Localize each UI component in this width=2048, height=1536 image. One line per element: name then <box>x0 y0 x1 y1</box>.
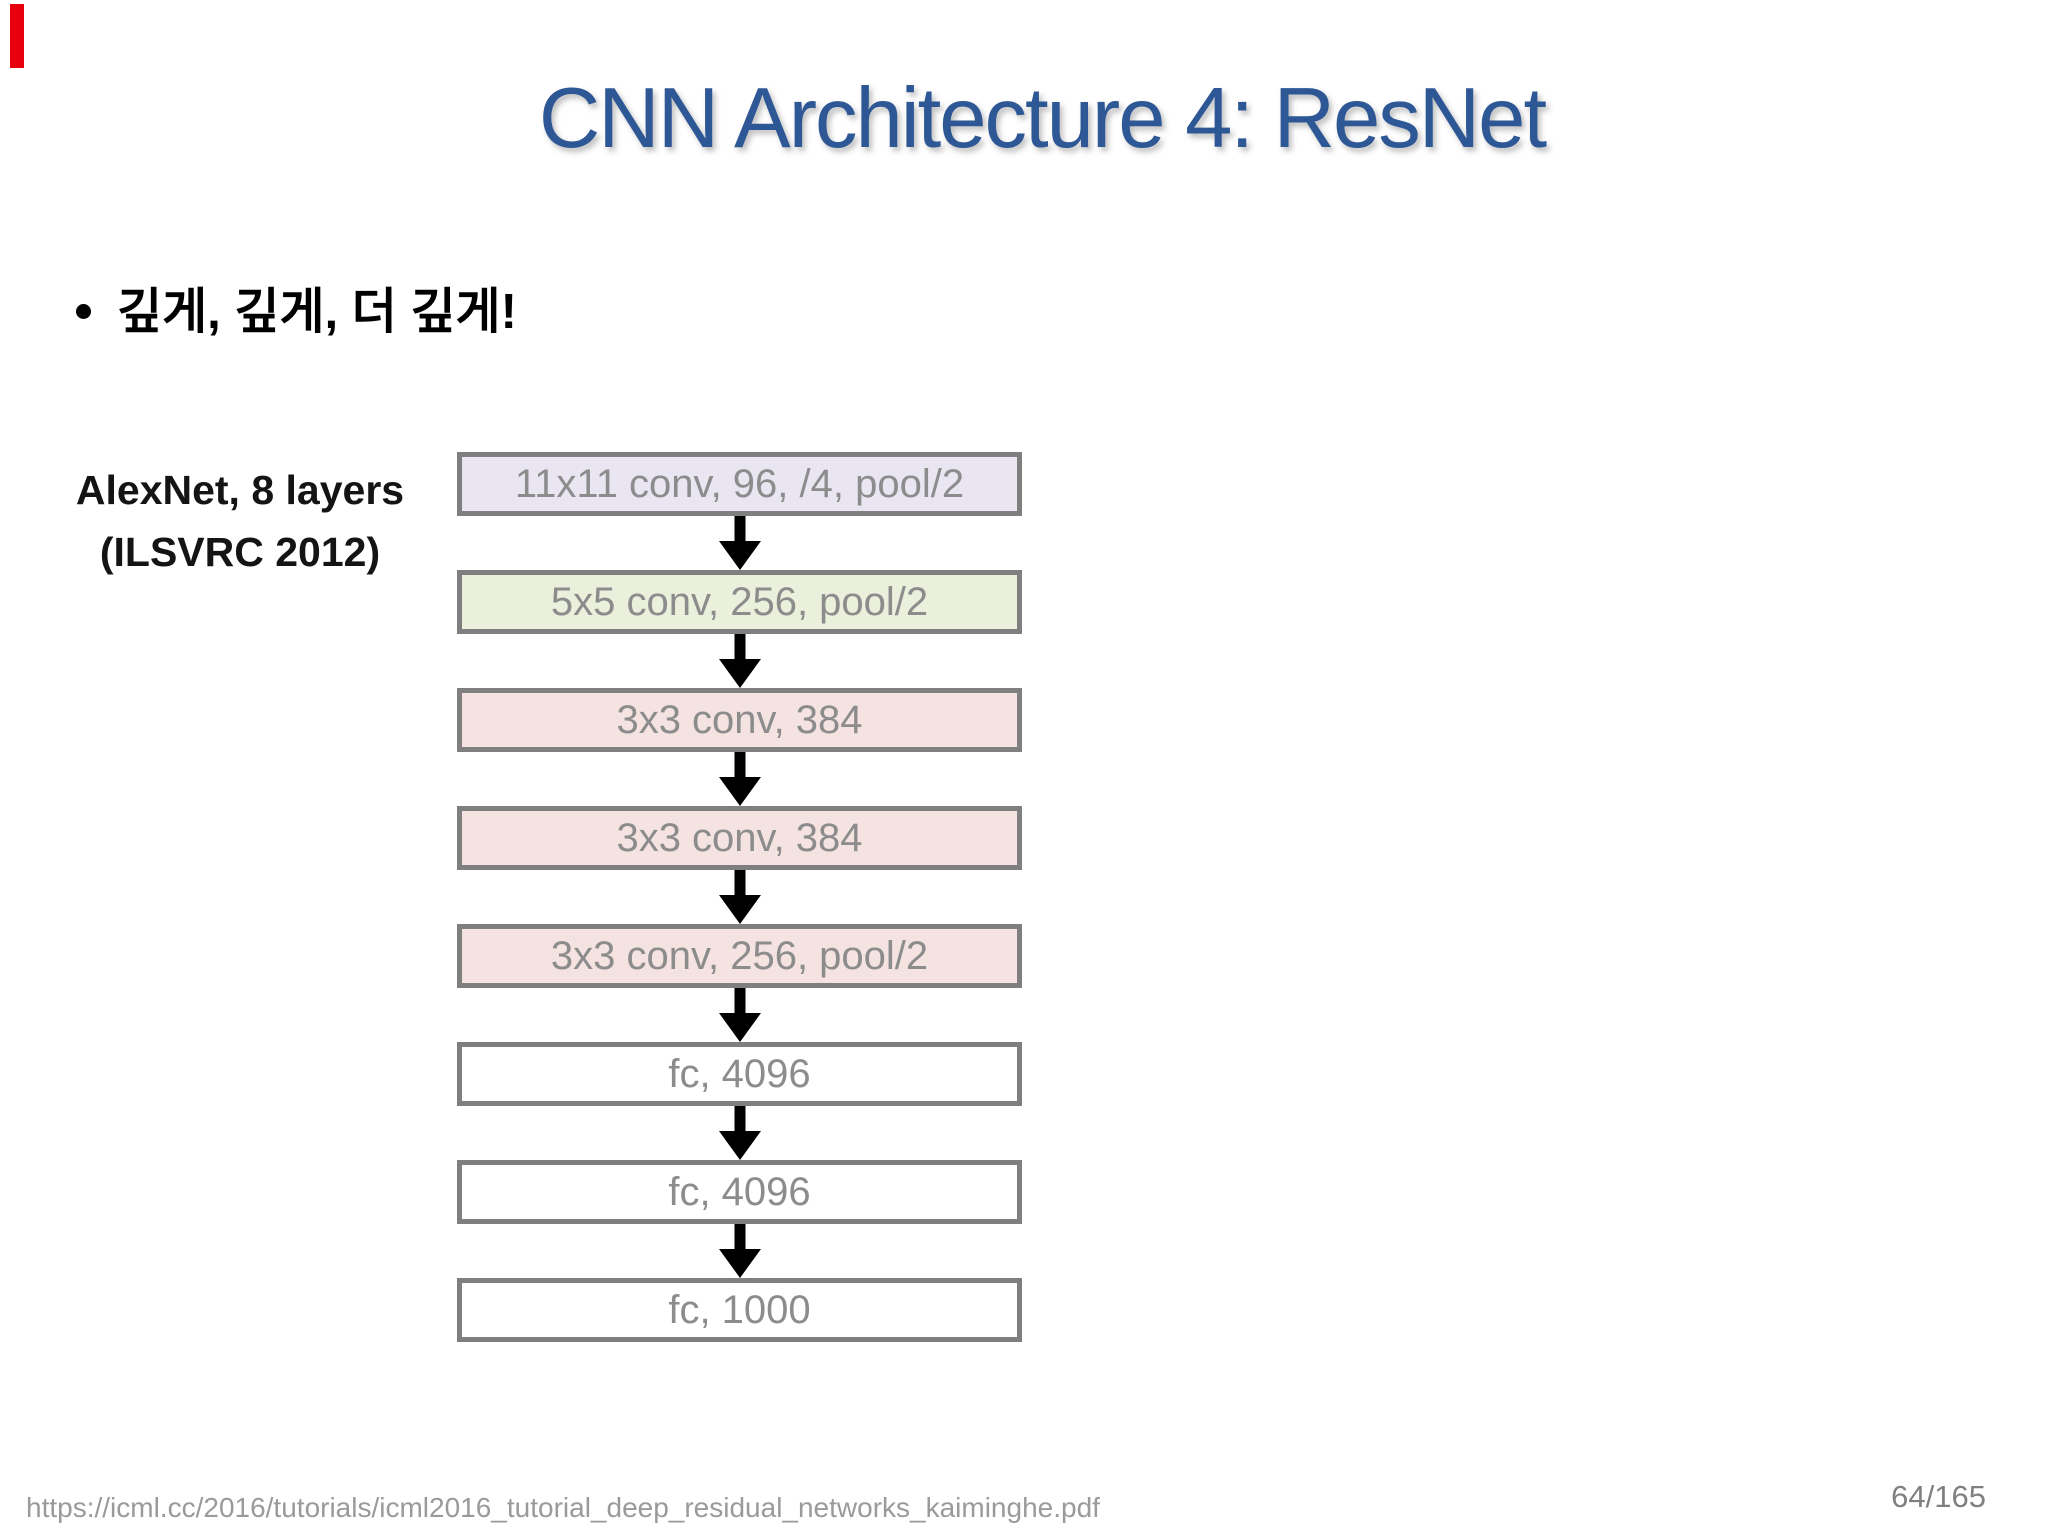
diagram-label-line2: (ILSVRC 2012) <box>99 528 381 575</box>
layer-box-1: 11x11 conv, 96, /4, pool/2 <box>457 452 1022 516</box>
down-arrow-icon <box>717 634 763 688</box>
bullet-icon <box>76 304 91 319</box>
diagram-label: AlexNet, 8 layers (ILSVRC 2012) <box>40 460 440 583</box>
bullet-text: 깊게, 깊게, 더 깊게! <box>117 285 517 339</box>
bullet-item: 깊게, 깊게, 더 깊게! <box>76 282 517 343</box>
layer-box-4: 3x3 conv, 384 <box>457 806 1022 870</box>
down-arrow-icon <box>717 870 763 924</box>
down-arrow-icon <box>717 1106 763 1160</box>
page-number: 64/165 <box>1891 1479 1986 1514</box>
layer-box-2: 5x5 conv, 256, pool/2 <box>457 570 1022 634</box>
down-arrow-icon <box>717 752 763 806</box>
red-corner-mark <box>10 4 24 68</box>
layer-box-8: fc, 1000 <box>457 1278 1022 1342</box>
layer-box-6: fc, 4096 <box>457 1042 1022 1106</box>
footer-url: https://icml.cc/2016/tutorials/icml2016_… <box>26 1492 1100 1523</box>
layer-box-7: fc, 4096 <box>457 1160 1022 1224</box>
diagram-label-line1: AlexNet, 8 layers <box>75 467 405 513</box>
down-arrow-icon <box>717 516 763 570</box>
down-arrow-icon <box>717 1224 763 1278</box>
slide-title: CNN Architecture 4: ResNet <box>538 71 1547 166</box>
down-arrow-icon <box>717 988 763 1042</box>
layer-box-3: 3x3 conv, 384 <box>457 688 1022 752</box>
layer-box-5: 3x3 conv, 256, pool/2 <box>457 924 1022 988</box>
